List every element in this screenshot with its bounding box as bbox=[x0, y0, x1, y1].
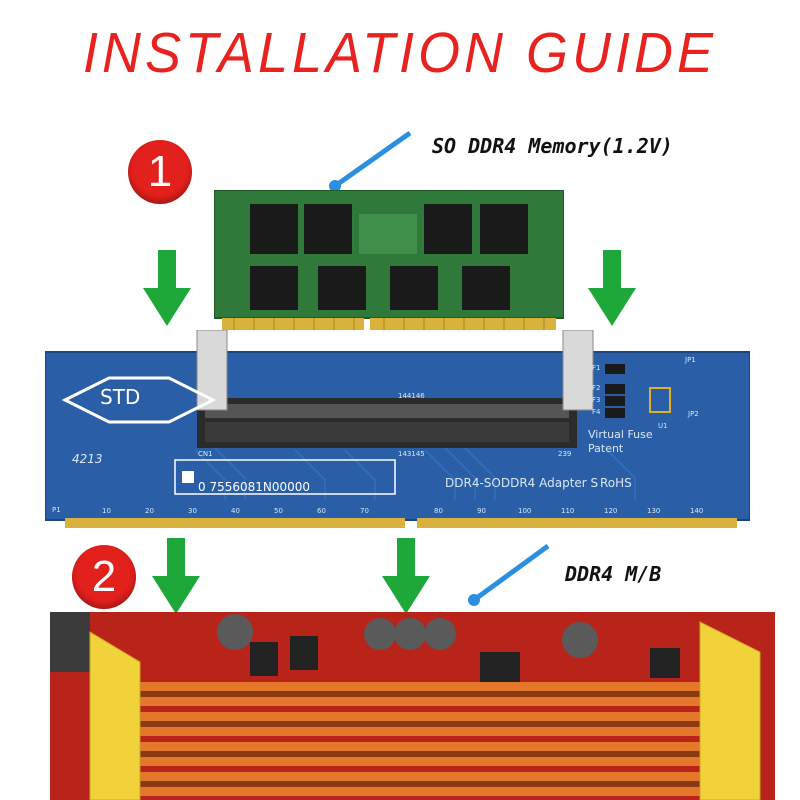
pin-number: 10 bbox=[102, 507, 111, 515]
connector-label: CN1 bbox=[198, 450, 213, 458]
pointer-dot-icon bbox=[329, 130, 412, 192]
motherboard-label: DDR4 M/B bbox=[565, 562, 662, 586]
pin-number: 20 bbox=[145, 507, 154, 515]
adapter-logo: STD bbox=[100, 385, 141, 409]
down-arrow-icon bbox=[152, 538, 200, 614]
pin1-label: P1 bbox=[52, 506, 61, 514]
pin-number: 90 bbox=[477, 507, 486, 515]
pin-number: 140 bbox=[690, 507, 704, 515]
pin-number: 110 bbox=[561, 507, 575, 515]
memory-label: SO DDR4 Memory(1.2V) bbox=[432, 134, 673, 158]
fuse-label: F4 bbox=[592, 408, 601, 416]
pin-number: 100 bbox=[518, 507, 532, 515]
fuse-label: F2 bbox=[592, 384, 601, 392]
so-ddr4-memory-module bbox=[214, 190, 564, 330]
chip-label: U1 bbox=[658, 422, 668, 430]
down-arrow-icon bbox=[382, 538, 430, 614]
adapter-rohs: RoHS bbox=[600, 476, 632, 490]
ddr4-motherboard bbox=[50, 612, 775, 800]
adapter-fuse-line2: Patent bbox=[588, 442, 624, 455]
fuse-label: F1 bbox=[592, 364, 601, 372]
pin-number: 30 bbox=[188, 507, 197, 515]
pin-count-label: 239 bbox=[558, 450, 572, 458]
pin-number: 130 bbox=[647, 507, 661, 515]
jumper1-label: JP1 bbox=[685, 356, 696, 364]
pin-number: 40 bbox=[231, 507, 240, 515]
pin-number: 70 bbox=[360, 507, 369, 515]
adapter-code: 4213 bbox=[72, 452, 103, 466]
pin-number: 80 bbox=[434, 507, 443, 515]
pin-label-bottom: 143145 bbox=[398, 450, 425, 458]
ddr4-sodimm-adapter-board bbox=[45, 330, 750, 528]
adapter-model: DDR4-SODDR4 Adapter S bbox=[445, 476, 599, 490]
pointer-dot-icon bbox=[468, 543, 550, 606]
adapter-fuse-line1: Virtual Fuse bbox=[588, 428, 653, 441]
page-title: INSTALLATION GUIDE bbox=[82, 21, 718, 85]
pin-number: 50 bbox=[274, 507, 283, 515]
step-badge-1: 1 bbox=[128, 140, 192, 204]
step-badge-2: 2 bbox=[72, 545, 136, 609]
pin-label-top: 144146 bbox=[398, 392, 425, 400]
pin-number-row: 10 20 30 40 50 60 70 80 90 100 110 120 1… bbox=[0, 507, 800, 519]
down-arrow-icon bbox=[588, 250, 636, 326]
jumper2-label: JP2 bbox=[688, 410, 699, 418]
down-arrow-icon bbox=[143, 250, 191, 326]
adapter-serial: 0 7556081N00000 bbox=[198, 480, 311, 494]
pin-number: 60 bbox=[317, 507, 326, 515]
fuse-label: F3 bbox=[592, 396, 601, 404]
pin-number: 120 bbox=[604, 507, 618, 515]
